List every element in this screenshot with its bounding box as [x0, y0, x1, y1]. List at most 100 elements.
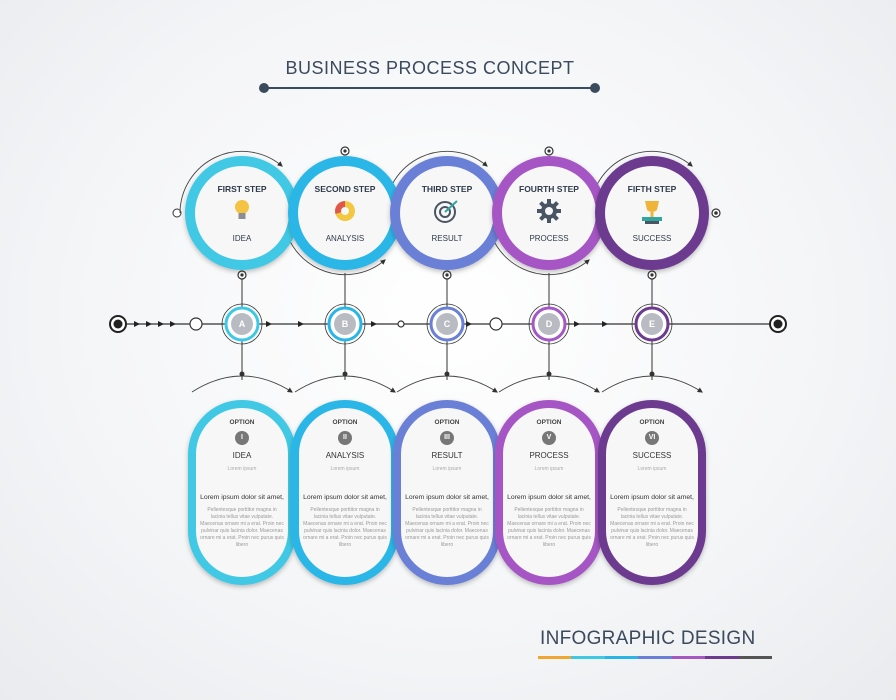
- milestone-letter-c: C: [443, 319, 451, 329]
- card-lead-text: Lorem ipsum dolor sit amet,: [610, 494, 694, 501]
- title-dot-left: [259, 83, 269, 93]
- milestone-letter-a: A: [238, 319, 246, 329]
- card-option-label: OPTION: [332, 419, 358, 426]
- milestone-outer-ring-4: [631, 303, 673, 345]
- step-title-2: SECOND STEP: [314, 184, 376, 194]
- card-arc-node-2: [444, 371, 450, 377]
- card-body-text: Pellentesque porttitor magna in lacinia …: [200, 507, 284, 548]
- top-row-right-node-core: [714, 211, 718, 215]
- timeline-start-node-core: [113, 319, 123, 329]
- card-option-label: OPTION: [229, 419, 255, 426]
- timeline-arrow-7: [466, 321, 472, 327]
- step-label-3: RESULT: [431, 234, 463, 243]
- footer-color-bar-2: [571, 656, 605, 659]
- timeline-arrow-5: [298, 321, 304, 327]
- card-subtitle: Lorem ipsum: [330, 466, 360, 472]
- card-lead-text: Lorem ipsum dolor sit amet,: [200, 494, 284, 501]
- card-option-label: OPTION: [536, 419, 562, 426]
- top-row-left-node: [172, 208, 182, 218]
- footer-color-bar-4: [638, 656, 672, 659]
- target-icon: [434, 200, 458, 223]
- card-arc-node-0: [239, 371, 245, 377]
- milestone-core-0: [231, 313, 253, 335]
- page-title: BUSINESS PROCESS CONCEPT: [285, 58, 575, 78]
- timeline-marker-1: [397, 320, 405, 328]
- card-name: PROCESS: [529, 451, 569, 460]
- timeline-arrow-8: [574, 321, 580, 327]
- title-dot-right: [590, 83, 600, 93]
- card-lead-text: Lorem ipsum dolor sit amet,: [303, 494, 387, 501]
- card-body-text: Pellentesque porttitor magna in lacinia …: [303, 507, 387, 548]
- timeline-end-node-core: [773, 319, 783, 329]
- milestone-outer-ring-1: [324, 303, 366, 345]
- card-lead-text: Lorem ipsum dolor sit amet,: [405, 494, 489, 501]
- card-face-3: [503, 408, 595, 577]
- card-numeral-badge: V: [542, 431, 556, 445]
- step-title-1: FIRST STEP: [217, 184, 267, 194]
- milestone-core-4: [641, 313, 663, 335]
- footer-color-bar-1: [538, 656, 572, 659]
- card-subtitle: Lorem ipsum: [637, 466, 667, 472]
- card-face-0: [196, 408, 288, 577]
- step-node-core-1: [343, 149, 347, 153]
- card-face-4: [606, 408, 698, 577]
- step-node-core-3: [547, 149, 551, 153]
- step-title-3: THIRD STEP: [421, 184, 473, 194]
- footer-title: INFOGRAPHIC DESIGN: [540, 628, 756, 649]
- step-label-5: SUCCESS: [632, 234, 672, 243]
- step-title-5: FIFTH STEP: [627, 184, 677, 194]
- milestone-core-1: [334, 313, 356, 335]
- card-face-1: [299, 408, 391, 577]
- footer-color-bar-3: [604, 656, 639, 659]
- card-arc-node-3: [546, 371, 552, 377]
- card-numeral-badge: VI: [645, 431, 659, 445]
- gear-icon: [537, 199, 561, 223]
- step-label-1: IDEA: [232, 234, 252, 243]
- trophy-icon: [642, 201, 662, 224]
- step-arc-0: [179, 150, 283, 214]
- footer-color-bar-6: [705, 656, 739, 659]
- card-subtitle: Lorem ipsum: [432, 466, 462, 472]
- card-face-2: [401, 408, 493, 577]
- milestone-core-3: [538, 313, 560, 335]
- step-title-4: FOURTH STEP: [519, 184, 579, 194]
- card-name: RESULT: [431, 451, 463, 460]
- card-subtitle: Lorem ipsum: [534, 466, 564, 472]
- footer-color-bar-5: [671, 656, 706, 659]
- step-node-core-2: [445, 273, 449, 277]
- timeline-arrow-2: [158, 321, 164, 327]
- milestone-outer-ring-3: [528, 303, 570, 345]
- card-subtitle: Lorem ipsum: [227, 466, 257, 472]
- milestone-outer-ring-0: [221, 303, 263, 345]
- step-node-core-0: [240, 273, 244, 277]
- timeline-arrow-6: [371, 321, 377, 327]
- card-numeral-badge: III: [440, 431, 454, 445]
- title-underline: [262, 87, 596, 89]
- timeline-arrow-0: [134, 321, 140, 327]
- card-option-label: OPTION: [639, 419, 665, 426]
- timeline-arrow-3: [170, 321, 176, 327]
- card-body-text: Pellentesque porttitor magna in lacinia …: [610, 507, 694, 548]
- milestone-core-2: [436, 313, 458, 335]
- card-lead-text: Lorem ipsum dolor sit amet,: [507, 494, 591, 501]
- card-arc-node-4: [649, 371, 655, 377]
- card-name: IDEA: [232, 451, 252, 460]
- footer-color-bar-7: [738, 656, 772, 659]
- step-face-2: [400, 166, 494, 260]
- timeline-arrow-4: [266, 321, 272, 327]
- card-numeral-badge: I: [235, 431, 249, 445]
- pie-chart-icon: [335, 201, 355, 221]
- card-body-text: Pellentesque porttitor magna in lacinia …: [405, 507, 489, 548]
- timeline-marker-0: [189, 317, 203, 331]
- step-label-2: ANALYSIS: [325, 234, 365, 243]
- card-name: ANALYSIS: [325, 451, 365, 460]
- card-body-text: Pellentesque porttitor magna in lacinia …: [507, 507, 591, 548]
- card-numeral-badge: II: [338, 431, 352, 445]
- step-label-4: PROCESS: [529, 234, 569, 243]
- card-option-label: OPTION: [434, 419, 460, 426]
